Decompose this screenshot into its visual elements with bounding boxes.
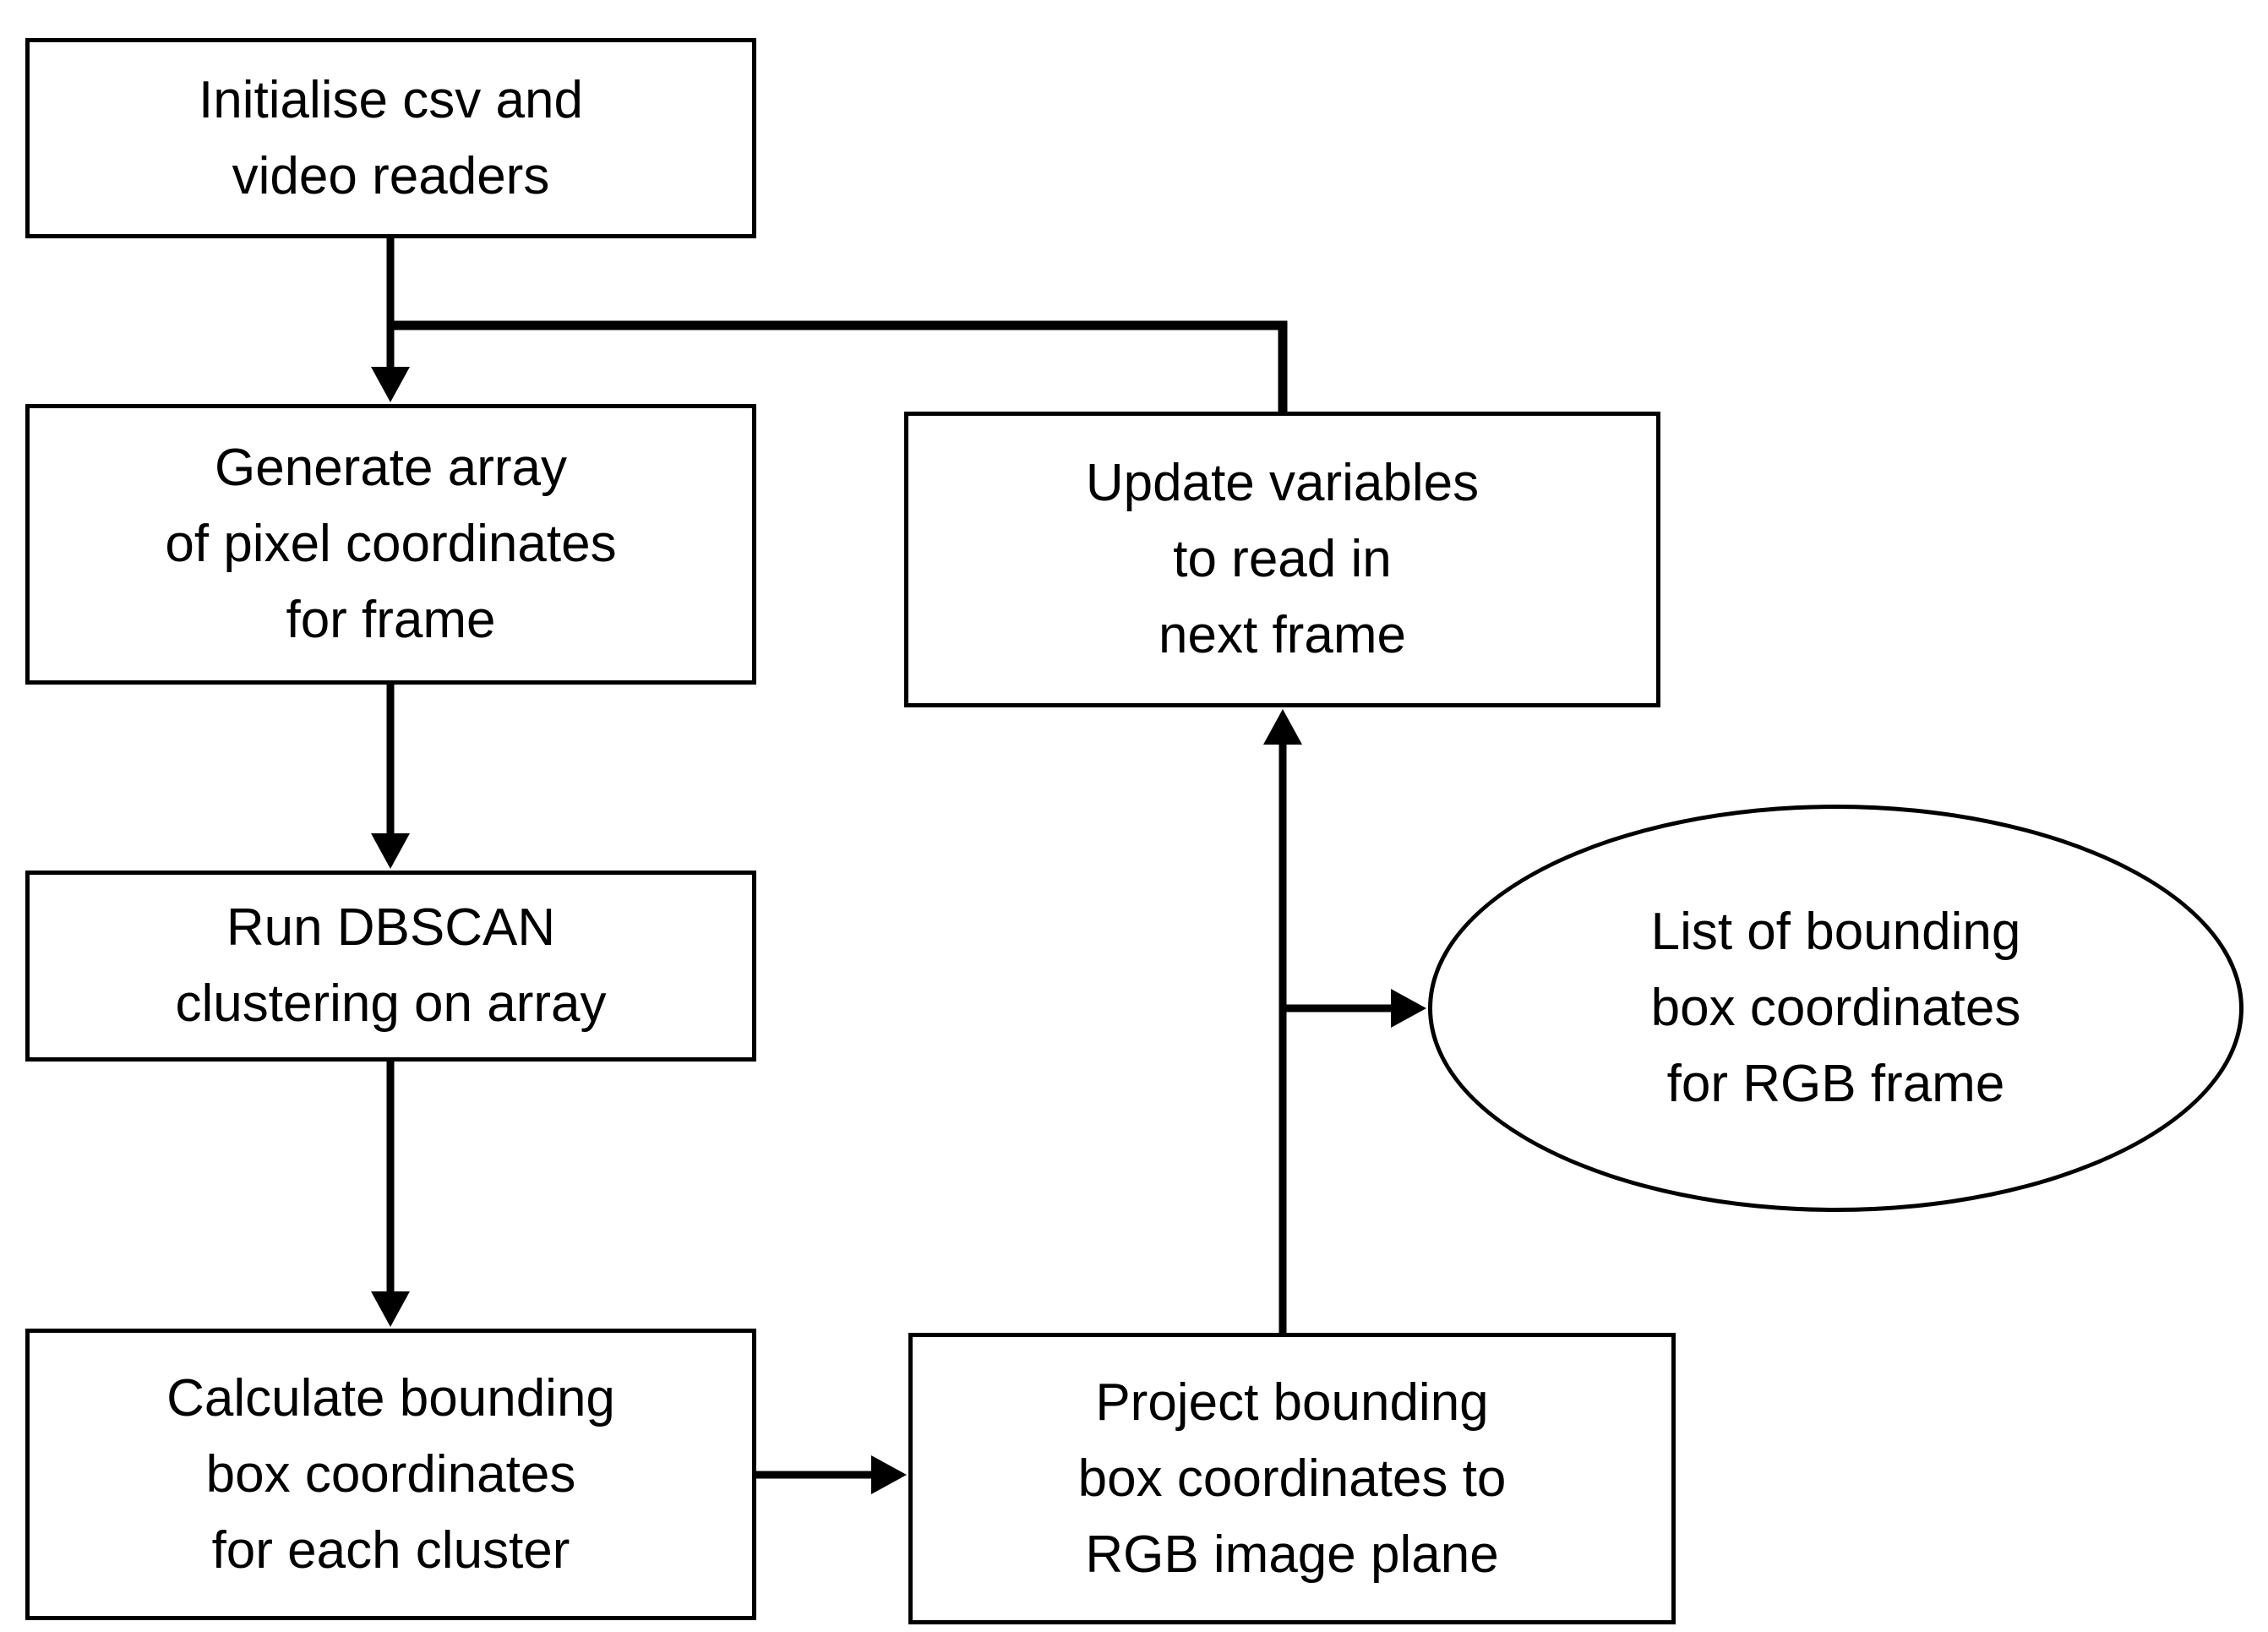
node-initialise-readers: Initialise csv and video readers (25, 38, 756, 238)
edge-calculate-to-project (755, 1455, 907, 1494)
node-output-bbox-list-label: List of bounding box coordinates for RGB… (1650, 903, 2021, 1113)
node-initialise-readers-label: Initialise csv and video readers (199, 70, 583, 205)
node-generate-pixel-array: Generate array of pixel coordinates for … (25, 404, 756, 685)
node-update-variables-label: Update variables to read in next frame (1085, 454, 1480, 664)
node-update-variables: Update variables to read in next frame (904, 412, 1660, 707)
node-output-bbox-list: List of bounding box coordinates for RGB… (1428, 805, 2243, 1212)
edge-dbscan-to-calculate (371, 1060, 410, 1327)
node-project-to-rgb-plane-label: Project bounding box coordinates to RGB … (1077, 1373, 1507, 1584)
edge-update-loop-back (389, 320, 1288, 413)
edge-generate-to-dbscan (371, 683, 410, 869)
node-project-to-rgb-plane: Project bounding box coordinates to RGB … (908, 1333, 1676, 1624)
node-calculate-bounding-boxes-label: Calculate bounding box coordinates for e… (166, 1368, 615, 1580)
node-run-dbscan-label: Run DBSCAN clustering on array (175, 898, 607, 1033)
node-calculate-bounding-boxes: Calculate bounding box coordinates for e… (25, 1329, 756, 1620)
edge-project-to-update (1263, 709, 1302, 1335)
edge-project-to-output (1283, 989, 1426, 1028)
node-generate-pixel-array-label: Generate array of pixel coordinates for … (165, 439, 617, 649)
node-run-dbscan: Run DBSCAN clustering on array (25, 871, 756, 1062)
edge-init-to-generate (371, 235, 410, 402)
